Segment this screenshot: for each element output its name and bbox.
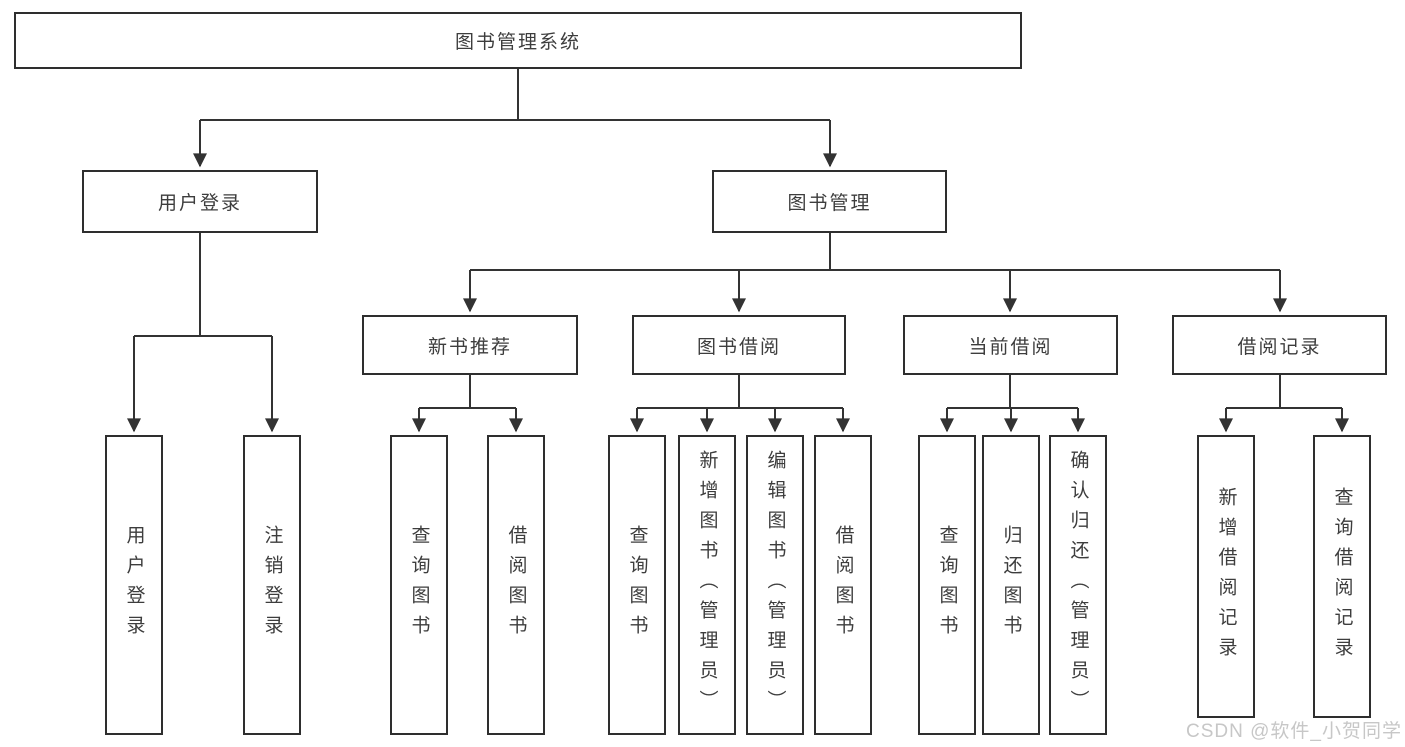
node-user-login: 用户登录 [82,170,318,233]
node-leaf-add-borrow-record: 新增借阅记录 [1197,435,1255,718]
node-leaf-user-login: 用户登录 [105,435,163,735]
connector-root-to-level2 [193,69,837,168]
node-leaf-query-books-3: 查询图书 [918,435,976,735]
node-new-book-recommend: 新书推荐 [362,315,578,375]
connector-borrow-records-to-leaves [1219,375,1349,433]
node-book-borrow: 图书借阅 [632,315,846,375]
node-leaf-query-borrow-record: 查询借阅记录 [1313,435,1371,718]
node-leaf-borrow-books-2: 借阅图书 [814,435,872,735]
node-leaf-confirm-return-admin: 确认归还（管理员） [1049,435,1107,735]
node-leaf-add-book-admin: 新增图书（管理员） [678,435,736,735]
connector-book-borrow-to-leaves [630,375,850,433]
node-library-system-root: 图书管理系统 [14,12,1022,69]
connector-current-borrow-to-leaves [940,375,1085,433]
connector-user-login-to-leaves [127,233,279,433]
node-leaf-query-books-1: 查询图书 [390,435,448,735]
connector-new-book-rec-to-leaves [412,375,523,433]
node-leaf-borrow-books-1: 借阅图书 [487,435,545,735]
node-borrow-records: 借阅记录 [1172,315,1387,375]
node-leaf-query-books-2: 查询图书 [608,435,666,735]
node-leaf-logout: 注销登录 [243,435,301,735]
csdn-watermark: CSDN @软件_小贺同学 [1186,721,1402,742]
connector-book-mgmt-to-level3 [463,233,1287,313]
node-book-management: 图书管理 [712,170,947,233]
node-current-borrow: 当前借阅 [903,315,1118,375]
node-leaf-edit-book-admin: 编辑图书（管理员） [746,435,804,735]
node-leaf-return-book: 归还图书 [982,435,1040,735]
